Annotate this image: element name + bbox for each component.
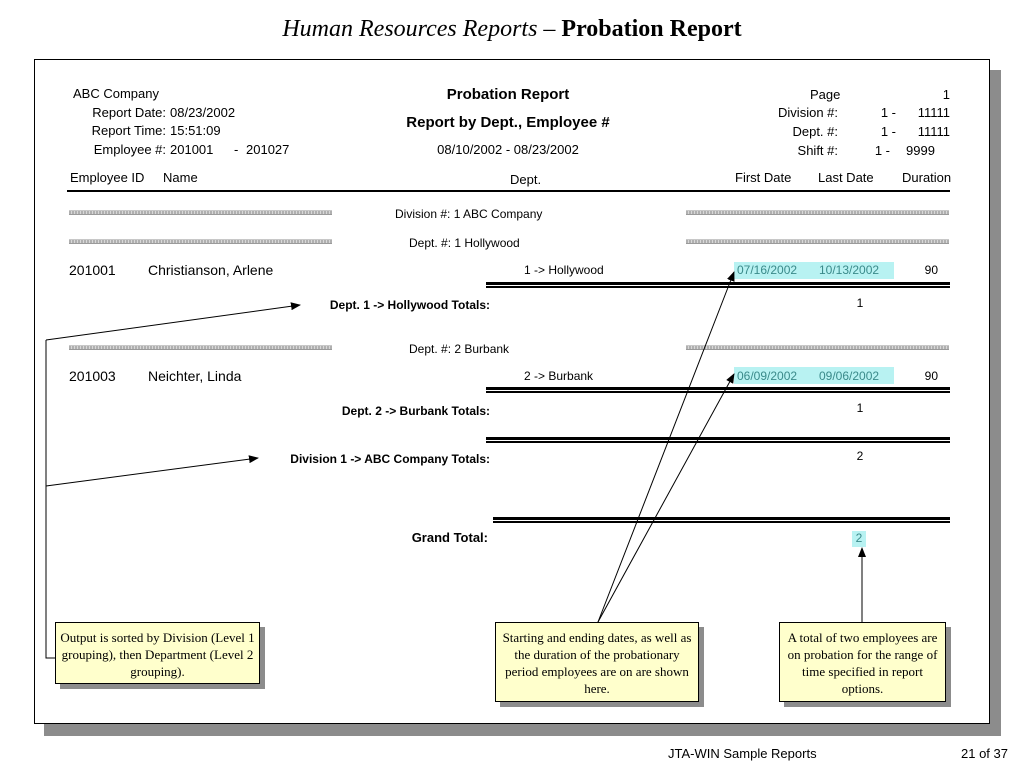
footer-title: JTA-WIN Sample Reports xyxy=(668,746,817,761)
report-date-label: Report Date: xyxy=(92,105,166,120)
row-duration: 90 xyxy=(924,263,938,277)
dept-range-from: 1 - xyxy=(880,124,896,139)
grand-total-value: 2 xyxy=(852,531,866,547)
report-date-range: 08/10/2002 - 08/23/2002 xyxy=(437,142,579,157)
column-header-rule xyxy=(67,190,950,192)
totals-rule xyxy=(486,437,950,443)
shift-range-to: 9999 xyxy=(906,143,935,158)
arrow-dates-row2 xyxy=(597,373,735,623)
page-number: 1 xyxy=(942,87,950,102)
row-first-date: 06/09/2002 xyxy=(737,369,798,383)
division-total-value: 2 xyxy=(856,449,864,463)
report-subtitle: Report by Dept., Employee # xyxy=(406,114,610,131)
dept-total-label-hollywood: Dept. 1 -> Hollywood Totals: xyxy=(329,298,490,312)
column-first-date: First Date xyxy=(735,170,792,185)
slide-title-section: Human Resources Reports – xyxy=(282,16,562,42)
dept-range-label: Dept. #: xyxy=(792,124,838,139)
dept-total-value-hollywood: 1 xyxy=(856,296,864,310)
dept-range-to: 11111 xyxy=(917,124,950,139)
footer-page-number: 21 of 37 xyxy=(961,746,1008,761)
note-sorting: Output is sorted by Division (Level 1 gr… xyxy=(55,622,260,684)
report-time-label: Report Time: xyxy=(91,123,166,138)
division-total-label: Division 1 -> ABC Company Totals: xyxy=(290,452,490,466)
row-dept: 2 -> Burbank xyxy=(524,369,594,383)
employee-range-from: 201001 xyxy=(170,142,214,157)
slide-title-report: Probation Report xyxy=(561,16,742,42)
divider xyxy=(686,345,949,350)
arrow-dept-total xyxy=(45,302,301,341)
note-dates: Starting and ending dates, as well as th… xyxy=(495,622,699,702)
report-date: 08/23/2002 xyxy=(170,105,236,120)
division-range-from: 1 - xyxy=(880,105,896,120)
row-employee-id: 201003 xyxy=(69,368,116,384)
row-employee-name: Neichter, Linda xyxy=(148,368,242,384)
report-time: 15:51:09 xyxy=(170,123,221,138)
row-date-highlight xyxy=(734,367,894,384)
row-duration: 90 xyxy=(924,369,938,383)
division-range-to: 11111 xyxy=(917,105,950,120)
division-range-label: Division #: xyxy=(778,105,838,120)
divider xyxy=(69,345,332,350)
column-last-date: Last Date xyxy=(818,170,874,185)
column-duration: Duration xyxy=(902,170,952,185)
row-date-highlight xyxy=(734,262,894,279)
row-first-date: 07/16/2002 xyxy=(737,263,798,277)
divider xyxy=(69,239,332,244)
divider xyxy=(686,239,949,244)
totals-rule xyxy=(486,387,950,393)
company-name: ABC Company xyxy=(73,86,159,101)
arrow-division-total xyxy=(45,455,259,487)
column-dept: Dept. xyxy=(510,172,542,187)
report-title: Probation Report xyxy=(446,86,570,103)
divider xyxy=(69,210,332,215)
shift-range-label: Shift #: xyxy=(797,143,838,158)
column-employee-id: Employee ID xyxy=(70,170,145,185)
totals-rule xyxy=(486,282,950,288)
employee-range-label: Employee #: xyxy=(93,142,166,157)
column-name: Name xyxy=(163,170,198,185)
row-last-date: 10/13/2002 xyxy=(819,263,880,277)
bracket-line xyxy=(45,340,55,659)
dept-heading-hollywood: Dept. #: 1 Hollywood xyxy=(409,236,520,250)
division-heading: Division #: 1 ABC Company xyxy=(395,207,543,221)
row-dept: 1 -> Hollywood xyxy=(524,263,604,277)
arrow-dates-row1 xyxy=(597,271,735,623)
employee-range-to: 201027 xyxy=(246,142,290,157)
row-last-date: 09/06/2002 xyxy=(819,369,880,383)
shift-range-from: 1 - xyxy=(874,143,890,158)
page-label: Page xyxy=(810,87,841,102)
row-employee-id: 201001 xyxy=(69,262,116,278)
note-grand-total: A total of two employees are on probatio… xyxy=(779,622,946,702)
divider xyxy=(686,210,949,215)
grand-total-rule xyxy=(493,517,950,523)
grand-total-label: Grand Total: xyxy=(411,530,488,545)
dept-total-value-burbank: 1 xyxy=(856,401,864,415)
employee-range-dash: - xyxy=(234,142,239,157)
dept-heading-burbank: Dept. #: 2 Burbank xyxy=(409,342,510,356)
dept-total-label-burbank: Dept. 2 -> Burbank Totals: xyxy=(341,404,490,418)
slide-title: Human Resources Reports – Probation Repo… xyxy=(0,16,1024,43)
row-employee-name: Christianson, Arlene xyxy=(148,262,274,278)
